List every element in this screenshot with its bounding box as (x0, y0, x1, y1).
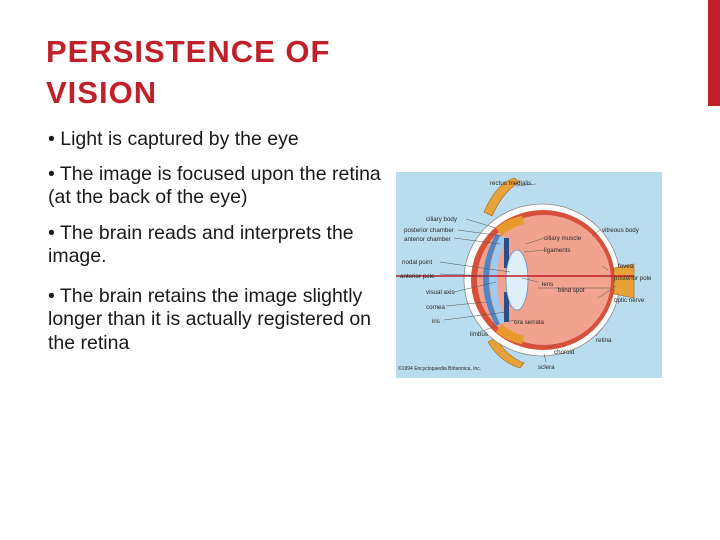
slide-title: PERSISTENCE OF VISION (46, 31, 406, 113)
label-visual-axis: visual axis (426, 289, 455, 296)
iris-bottom (504, 292, 509, 322)
optic-nerve (613, 263, 635, 299)
leader-lines (439, 183, 617, 363)
bullet-item: • The brain reads and interprets the ima… (48, 221, 354, 268)
label-posterior-chamber: posterior chamber (404, 227, 454, 234)
slide-title-line-1: PERSISTENCE OF (46, 34, 331, 69)
anterior-chamber (490, 236, 506, 324)
bullet-list: • Light is captured by the eye • The ima… (48, 128, 388, 367)
label-anterior-pole: anterior pole (400, 273, 435, 280)
label-retina: retina (596, 337, 612, 344)
label-sclera: sclera (538, 364, 555, 371)
label-fovea: fovea (618, 263, 634, 270)
slide-title-line-2: VISION (46, 75, 158, 110)
cornea (483, 234, 500, 326)
bullet-item: • The brain retains the image slightly l… (48, 284, 372, 354)
label-blind-spot: blind spot (558, 287, 585, 294)
ciliary-body-lower (496, 324, 524, 344)
label-lens: lens (542, 281, 553, 288)
label-limbus: limbus (470, 331, 488, 338)
label-copyright: ©1994 Encyclopaedia Britannica, Inc. (398, 365, 481, 372)
eye-diagram-svg: rectus medialis ciliary body posterior c… (396, 172, 662, 378)
label-iris: iris (432, 318, 440, 325)
label-cornea: cornea (426, 304, 445, 311)
label-rectus-medialis: rectus medialis (490, 180, 531, 187)
label-ora-serrata: ora serrata (514, 319, 544, 326)
bullet-item: • The image is focused upon the retina (… (48, 162, 381, 209)
label-ligaments: ligaments (544, 247, 570, 254)
label-vitreous-body: vitreous body (602, 227, 640, 234)
label-ciliary-body: ciliary body (426, 216, 458, 223)
eye-anatomy-diagram: rectus medialis ciliary body posterior c… (396, 172, 662, 378)
label-posterior-pole: posterior pole (614, 275, 652, 282)
ciliary-body (496, 216, 524, 236)
label-ciliary-muscle: ciliary muscle (544, 235, 582, 242)
accent-bar (708, 0, 720, 106)
label-choroid: choroid (554, 349, 575, 356)
label-anterior-chamber: anterior chamber (404, 236, 451, 243)
rectus-muscle-top (483, 177, 521, 217)
vitreous-body (477, 215, 611, 345)
lens (505, 249, 529, 311)
label-optic-nerve: optic nerve (614, 297, 645, 304)
bullet-item: • Light is captured by the eye (48, 128, 299, 150)
label-nodal-point: nodal point (402, 259, 433, 266)
iris-top (504, 238, 509, 268)
